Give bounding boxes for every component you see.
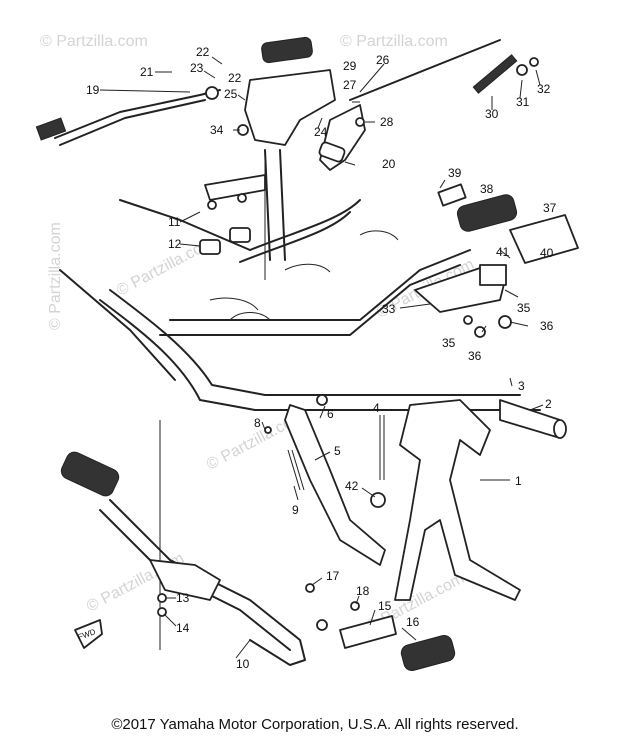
callout-37: 37 — [543, 201, 557, 215]
callout-16: 16 — [406, 615, 420, 629]
callout-28: 28 — [380, 115, 394, 129]
callout-18: 18 — [356, 584, 370, 598]
callout-2: 2 — [545, 397, 552, 411]
watermark: © Partzilla.com — [40, 33, 148, 50]
callout-40: 40 — [540, 246, 554, 260]
callout-32: 32 — [537, 82, 551, 96]
callout-30: 30 — [485, 107, 499, 121]
callout-41: 41 — [496, 245, 510, 259]
callout-26: 26 — [376, 53, 390, 67]
callout-24: 24 — [314, 125, 328, 139]
callout-6: 6 — [327, 407, 334, 421]
callout-15: 15 — [378, 599, 392, 613]
callout-29: 29 — [343, 59, 357, 73]
callout-13: 13 — [176, 591, 190, 605]
callout-9: 9 — [292, 503, 299, 517]
brake-pedal — [35, 86, 221, 146]
callout-19: 19 — [86, 83, 100, 97]
callout-11: 11 — [168, 215, 181, 229]
callout-36: 36 — [468, 349, 482, 363]
footrest-front — [60, 451, 456, 671]
callout-25: 25 — [224, 87, 238, 101]
fwd-arrow: FWD — [74, 619, 103, 649]
callout-20: 20 — [382, 157, 396, 171]
watermark: © Partzilla.com — [47, 222, 64, 330]
callout-4: 4 — [373, 401, 380, 415]
frame — [59, 149, 541, 650]
callout-35: 35 — [442, 336, 456, 350]
callout-12: 12 — [168, 237, 182, 251]
footrest-bracket-rear — [237, 36, 366, 171]
callout-39: 39 — [448, 166, 462, 180]
callout-21: 21 — [140, 65, 154, 79]
footrest-right — [414, 183, 579, 338]
callout-10: 10 — [236, 657, 250, 671]
callout-42: 42 — [345, 479, 359, 493]
callout-14: 14 — [176, 621, 190, 635]
callouts: 1 2 3 4 5 6 8 9 10 11 12 13 14 15 16 17 … — [86, 45, 557, 671]
callout-36: 36 — [540, 319, 554, 333]
callout-31: 31 — [516, 95, 530, 109]
callout-27: 27 — [343, 78, 357, 92]
leader-lines — [99, 56, 544, 659]
callout-1: 1 — [515, 474, 522, 488]
rod — [349, 39, 539, 101]
callout-3: 3 — [518, 379, 525, 393]
callout-23: 23 — [190, 61, 204, 75]
engine-mount — [199, 174, 266, 255]
callout-17: 17 — [326, 569, 340, 583]
callout-22: 22 — [196, 45, 210, 59]
callout-5: 5 — [334, 444, 341, 458]
callout-38: 38 — [480, 182, 494, 196]
callout-8: 8 — [254, 416, 261, 430]
callout-34: 34 — [210, 123, 224, 137]
callout-22: 22 — [228, 71, 242, 85]
watermark: © Partzilla.com — [340, 33, 448, 50]
callout-35: 35 — [517, 301, 531, 315]
callout-33: 33 — [382, 302, 396, 316]
center-stand — [394, 399, 567, 601]
copyright-notice: ©2017 Yamaha Motor Corporation, U.S.A. A… — [111, 716, 519, 733]
